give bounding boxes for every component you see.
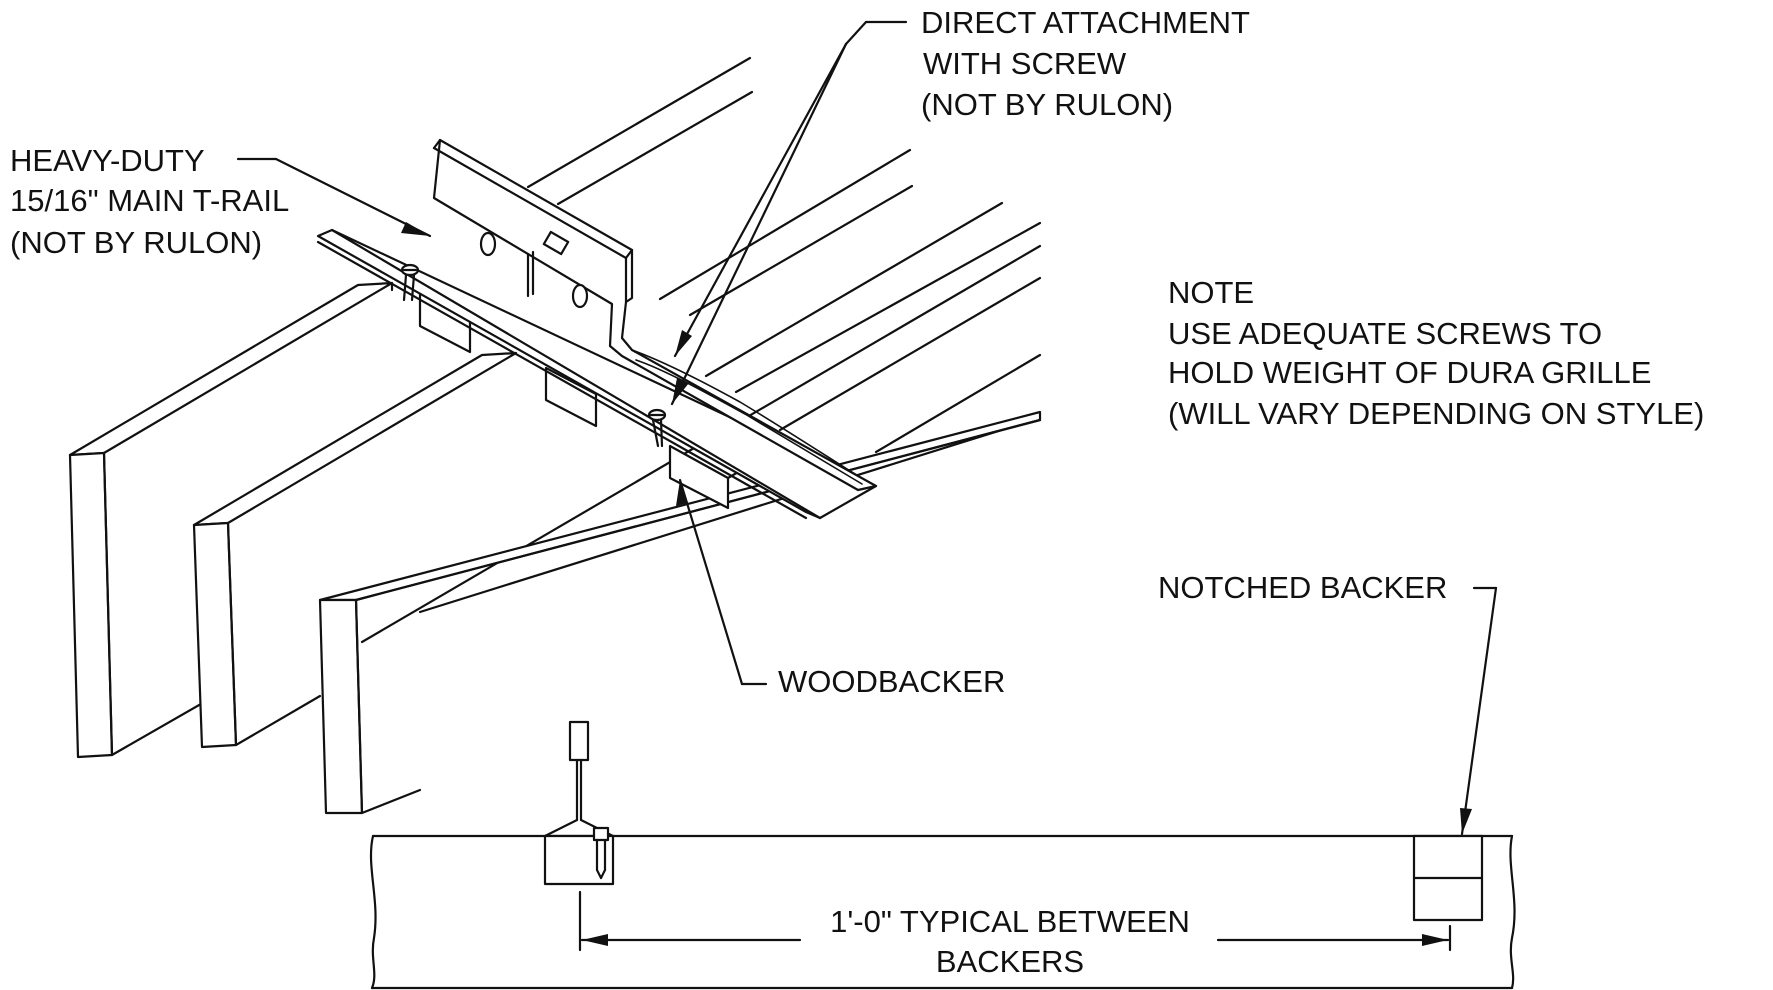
label-main-t-rail-line-2: 15/16" MAIN T-RAIL bbox=[10, 183, 289, 218]
section-backer-left bbox=[543, 720, 615, 886]
note-heading: NOTE bbox=[1168, 275, 1254, 310]
label-main-t-rail: HEAVY-DUTY 15/16" MAIN T-RAIL (NOT BY RU… bbox=[10, 143, 289, 260]
main-t-rail bbox=[316, 138, 878, 520]
label-woodbacker: WOODBACKER bbox=[778, 664, 1005, 699]
note-line-2: HOLD WEIGHT OF DURA GRILLE bbox=[1168, 355, 1651, 390]
background-joist-lines bbox=[360, 56, 1042, 644]
label-main-t-rail-line-1: HEAVY-DUTY bbox=[10, 143, 205, 178]
wood-backer-board-middle bbox=[192, 351, 518, 749]
isometric-view bbox=[68, 56, 1042, 815]
leader-direct-attachment bbox=[670, 20, 908, 406]
label-main-t-rail-line-3: (NOT BY RULON) bbox=[10, 225, 262, 260]
label-direct-attachment: DIRECT ATTACHMENT WITH SCREW (NOT BY RUL… bbox=[921, 5, 1250, 122]
label-direct-attachment-line-2: WITH SCREW bbox=[923, 46, 1127, 81]
label-direct-attachment-line-1: DIRECT ATTACHMENT bbox=[921, 5, 1250, 40]
label-dimension: 1'-0" TYPICAL BETWEEN BACKERS bbox=[830, 904, 1190, 979]
note-line-1: USE ADEQUATE SCREWS TO bbox=[1168, 316, 1602, 351]
leader-notched-backer bbox=[1460, 586, 1498, 836]
section-view bbox=[369, 720, 1516, 990]
rail-screw-left bbox=[400, 263, 420, 302]
section-notched-backer-right bbox=[1412, 834, 1484, 922]
label-note: NOTE USE ADEQUATE SCREWS TO HOLD WEIGHT … bbox=[1168, 275, 1704, 431]
label-notched-backer: NOTCHED BACKER bbox=[1158, 570, 1447, 605]
label-dimension-line-1: 1'-0" TYPICAL BETWEEN bbox=[830, 904, 1190, 939]
leader-woodbacker bbox=[676, 478, 768, 686]
label-direct-attachment-line-3: (NOT BY RULON) bbox=[921, 87, 1173, 122]
dimension-line bbox=[578, 890, 1452, 952]
label-dimension-line-2: BACKERS bbox=[936, 944, 1084, 979]
note-line-3: (WILL VARY DEPENDING ON STYLE) bbox=[1168, 396, 1704, 431]
wood-backer-board-back bbox=[68, 281, 394, 759]
leader-main-t-rail bbox=[236, 157, 432, 238]
rail-screw-right bbox=[647, 408, 667, 448]
